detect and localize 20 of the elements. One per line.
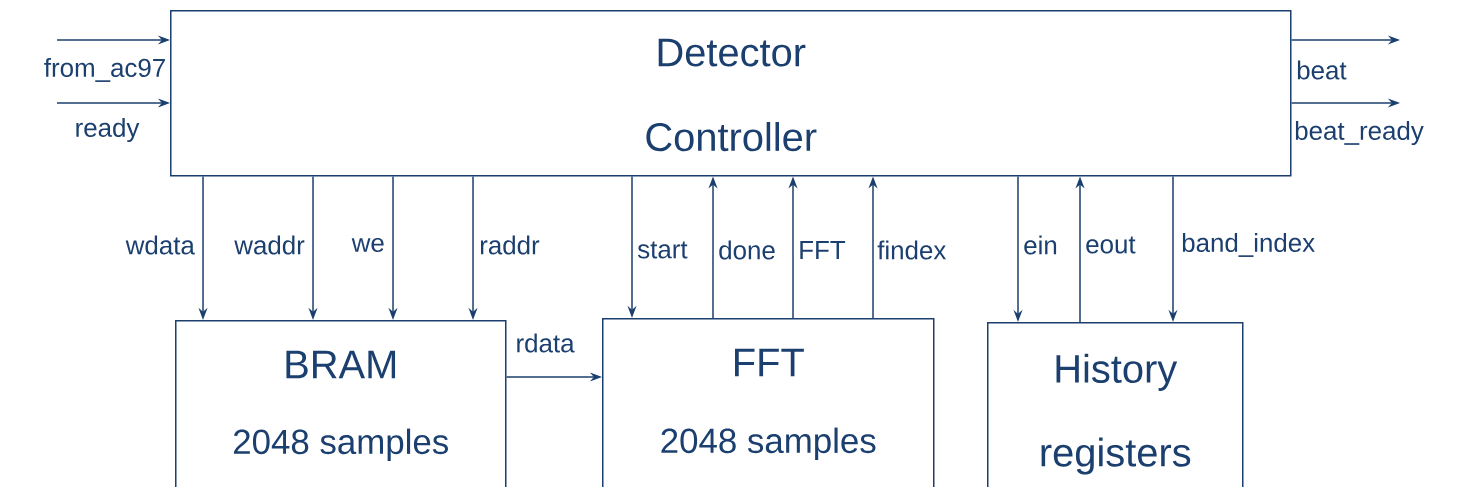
edge-label: start [636, 240, 689, 260]
memory-box: BRAM 2048 samples [175, 320, 507, 487]
edge-label: FFT [797, 240, 847, 260]
edge-label: eout [1084, 235, 1137, 255]
register-box: History registers [987, 322, 1244, 487]
edge-label: band_index [1180, 232, 1317, 258]
edge-label: done [717, 239, 777, 261]
edge-label: from_ac97 [42, 57, 168, 83]
edge-label: beat [1295, 59, 1348, 81]
edge-label: waddr [233, 234, 306, 256]
edge-label: ready [73, 116, 141, 144]
edge-label: we [350, 236, 386, 254]
edge-label: ein [1022, 234, 1059, 256]
fft-box: FFT 2048 samples [602, 318, 935, 487]
edge-label: rdata [514, 332, 576, 354]
edge-label: raddr [478, 234, 541, 256]
controller-box: Detector Controller [170, 10, 1292, 177]
edge-label: findex [876, 239, 948, 261]
edge-label: wdata [124, 234, 196, 256]
edge-label: beat_ready [1293, 119, 1425, 147]
